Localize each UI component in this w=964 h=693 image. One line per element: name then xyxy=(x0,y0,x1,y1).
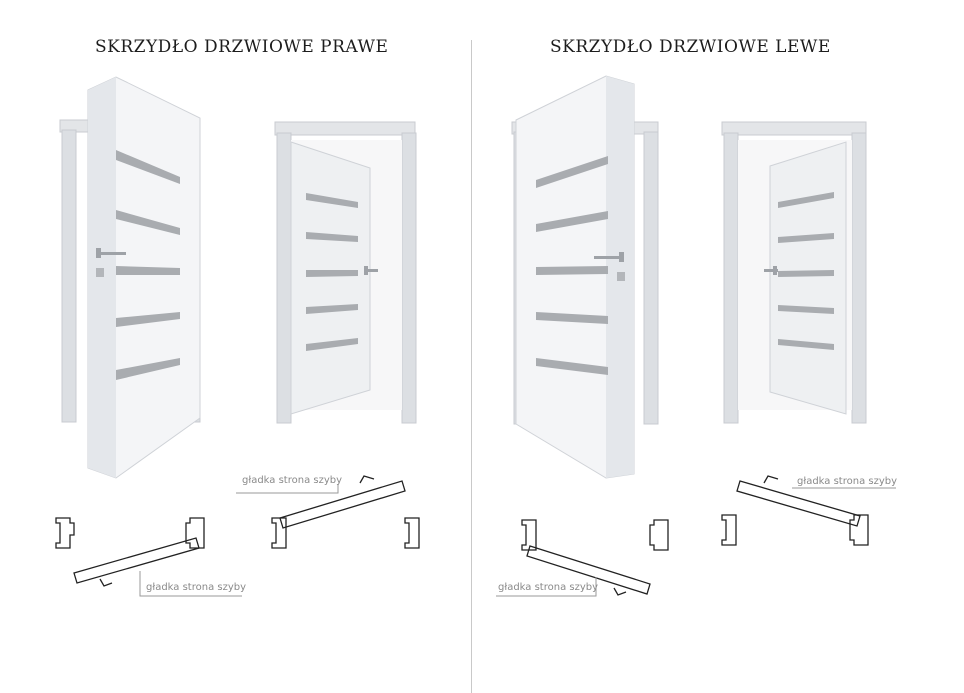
door-open-inward xyxy=(274,121,417,424)
door-open-outward xyxy=(59,76,201,479)
callout-label-top: gładka strona szyby xyxy=(797,476,898,487)
callout-line-bottom xyxy=(139,571,242,597)
door-illustrations xyxy=(496,75,896,597)
section-drawing-outward xyxy=(55,517,205,587)
callout-label-top: gładka strona szyby xyxy=(242,475,343,486)
panel-title: SKRZYDŁO DRZWIOWE PRAWE xyxy=(95,37,389,57)
section-drawing-inward xyxy=(271,475,420,549)
callout-label-bottom: gładka strona szyby xyxy=(146,582,247,593)
section-drawing-inward xyxy=(721,475,869,546)
callout-label-bottom: gładka strona szyby xyxy=(498,582,599,593)
section-drawing-outward xyxy=(521,519,669,596)
callout-line-top xyxy=(236,484,339,494)
callout-line-bottom xyxy=(496,577,597,597)
panel-left-door: SKRZYDŁO DRZWIOWE LEWE xyxy=(474,0,964,693)
door-open-outward xyxy=(511,75,659,479)
panel-divider xyxy=(471,40,472,693)
door-illustrations xyxy=(55,76,420,597)
door-open-inward xyxy=(721,121,867,424)
panel-title: SKRZYDŁO DRZWIOWE LEWE xyxy=(550,37,831,57)
panel-right-door: SKRZYDŁO DRZWIOWE PRAWE xyxy=(0,0,470,693)
